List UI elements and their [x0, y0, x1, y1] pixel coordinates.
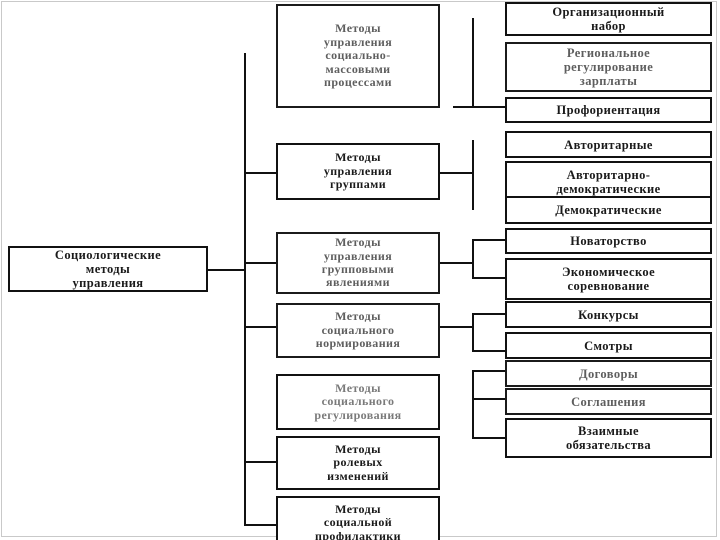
bracket-groups [472, 140, 474, 210]
node-social-regulation[interactable]: Методы социального регулирования [276, 374, 440, 430]
node-innovation[interactable]: Новаторство [505, 228, 712, 254]
connector-career-guidance [453, 106, 507, 108]
connector-contests [472, 313, 506, 315]
node-mass-processes[interactable]: Методы управления социально- массовыми п… [276, 4, 440, 108]
node-regional-salary[interactable]: Региональное регулирование зарплаты [505, 42, 712, 92]
node-agreements[interactable]: Соглашения [505, 388, 712, 415]
bracket-group-phenomena [472, 239, 474, 279]
node-contracts[interactable]: Договоры [505, 360, 712, 387]
node-social-prevention[interactable]: Методы социальной профилактики [276, 496, 440, 540]
node-reviews[interactable]: Смотры [505, 332, 712, 359]
trunk-stub-group-phenomena [244, 262, 276, 264]
trunk-stub-social-prevention [244, 524, 276, 526]
connector-social-norming-bracket [438, 326, 474, 328]
bracket-social-norming [472, 313, 474, 351]
trunk-stub-role-changes [244, 461, 276, 463]
node-mutual-obligations[interactable]: Взаимные обязательства [505, 418, 712, 458]
connector-reviews [472, 350, 506, 352]
connector-mutual-obligations [472, 437, 506, 439]
root-to-trunk-line [208, 269, 246, 271]
node-org-recruitment[interactable]: Организационный набор [505, 2, 712, 36]
connector-agreements [472, 398, 506, 400]
trunk-stub-groups [244, 172, 276, 174]
node-authoritarian[interactable]: Авторитарные [505, 131, 712, 158]
bracket-mass-processes [472, 18, 474, 108]
node-career-guidance[interactable]: Профориентация [505, 97, 712, 123]
connector-contracts [472, 370, 506, 372]
node-role-changes[interactable]: Методы ролевых изменений [276, 436, 440, 490]
node-contests[interactable]: Конкурсы [505, 301, 712, 328]
node-groups[interactable]: Методы управления группами [276, 143, 440, 200]
trunk-vertical-line [244, 53, 246, 526]
node-econ-competition[interactable]: Экономическое соревнование [505, 258, 712, 300]
connector-groups-bracket [438, 172, 474, 174]
bracket-social-regulation [472, 370, 474, 438]
connector-econ-competition [472, 277, 506, 279]
node-democratic[interactable]: Демократические [505, 196, 712, 224]
connector-group-phenomena-bracket [438, 262, 474, 264]
node-group-phenomena[interactable]: Методы управления групповыми явлениями [276, 232, 440, 294]
trunk-stub-social-norming [244, 326, 276, 328]
node-social-norming[interactable]: Методы социального нормирования [276, 303, 440, 358]
root-node-sociological-management-methods[interactable]: Социологические методы управления [8, 246, 208, 292]
connector-innovation [472, 239, 506, 241]
